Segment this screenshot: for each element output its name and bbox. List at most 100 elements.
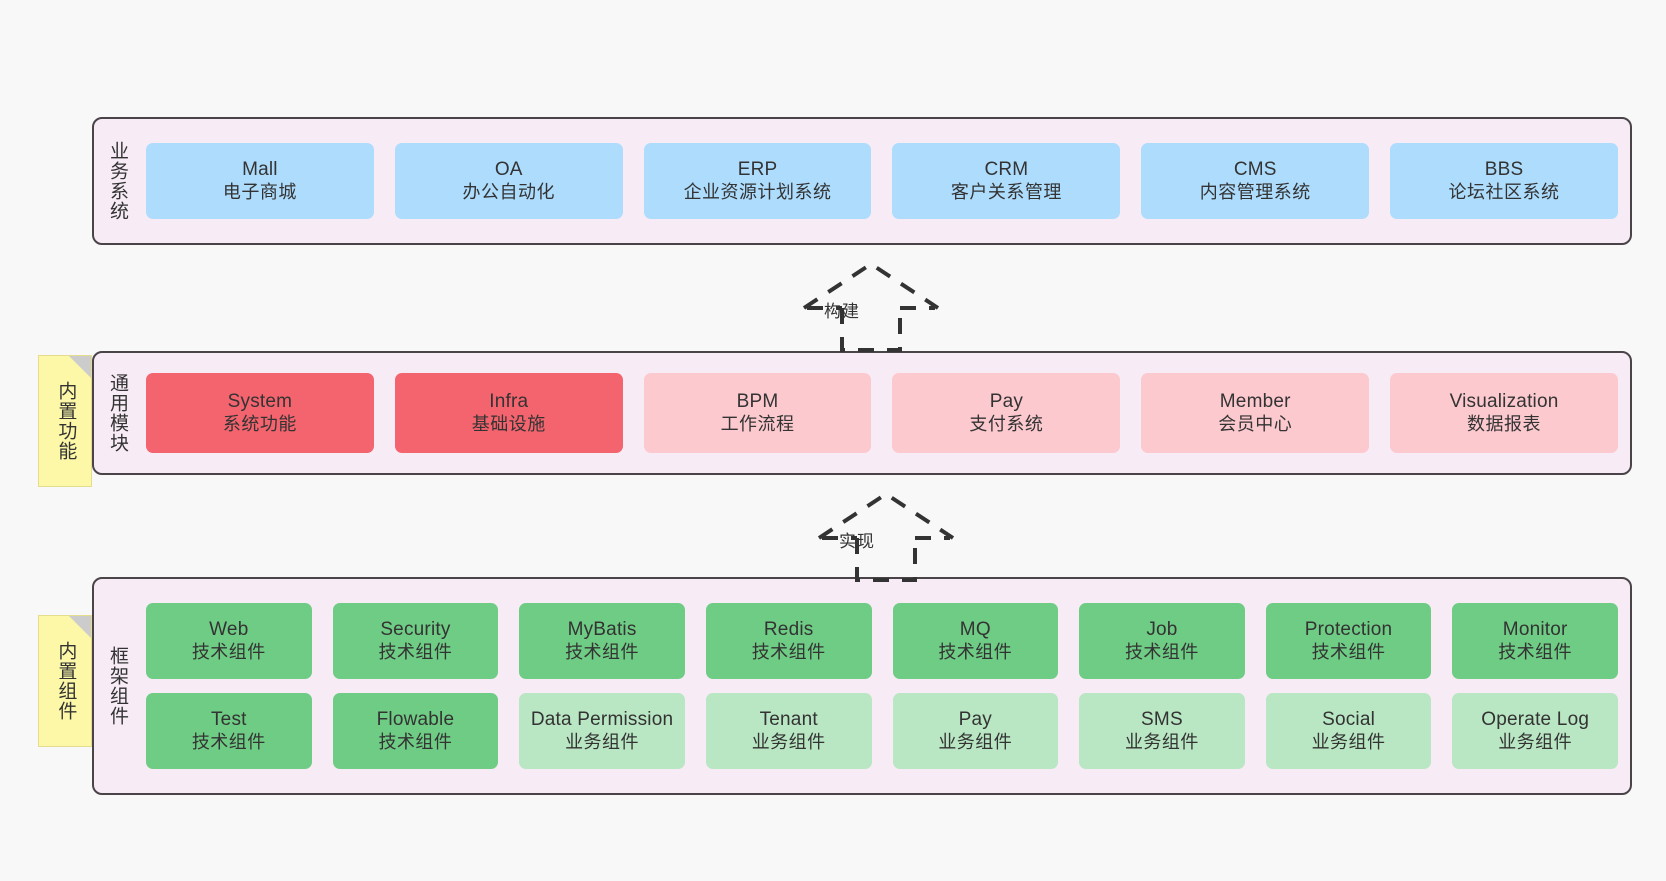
card-security[interactable]: Security 技术组件 xyxy=(332,603,499,679)
framework-business-row: Test 技术组件 Flowable 技术组件 Data Permission … xyxy=(146,693,1618,769)
card-title-en: BBS xyxy=(1484,159,1524,181)
connector-build-label: 构建 xyxy=(824,302,860,321)
card-title-cn: 客户关系管理 xyxy=(950,181,1062,202)
card-pay-module[interactable]: Pay 支付系统 xyxy=(892,373,1121,453)
card-title-cn: 业务组件 xyxy=(1498,731,1573,752)
card-title-en: Pay xyxy=(989,391,1024,413)
card-title-cn: 内容管理系统 xyxy=(1199,181,1311,202)
card-data-permission[interactable]: Data Permission 业务组件 xyxy=(519,693,685,769)
card-title-en: Protection xyxy=(1304,619,1393,641)
card-mybatis[interactable]: MyBatis 技术组件 xyxy=(519,603,685,679)
note-label: 内置组件 xyxy=(55,641,77,721)
card-title-en: Redis xyxy=(763,619,814,641)
card-protection[interactable]: Protection 技术组件 xyxy=(1265,603,1432,679)
card-system[interactable]: System 系统功能 xyxy=(146,373,374,453)
card-title-cn: 技术组件 xyxy=(1124,641,1199,662)
layer-body-business-system: Mall 电子商城 OA 办公自动化 ERP 企业资源计划系统 CRM 客户关系… xyxy=(140,119,1630,243)
card-title-en: MQ xyxy=(959,619,991,641)
card-title-cn: 支付系统 xyxy=(969,413,1044,434)
common-modules-row: System 系统功能 Infra 基础设施 BPM 工作流程 Pay 支付系统… xyxy=(146,373,1618,453)
card-sms[interactable]: SMS 业务组件 xyxy=(1079,693,1245,769)
layer-title-common-modules: 通用模块 xyxy=(107,373,129,453)
card-visualization[interactable]: Visualization 数据报表 xyxy=(1390,373,1618,453)
card-title-en: BPM xyxy=(736,391,779,413)
connector-implement-arrow xyxy=(817,491,955,582)
card-title-cn: 技术组件 xyxy=(1311,641,1386,662)
connector-implement-label: 实现 xyxy=(839,532,875,551)
card-title-en: MyBatis xyxy=(567,619,637,641)
card-flowable[interactable]: Flowable 技术组件 xyxy=(332,693,499,769)
card-monitor[interactable]: Monitor 技术组件 xyxy=(1452,603,1618,679)
card-title-cn: 工作流程 xyxy=(720,413,795,434)
card-title-en: Web xyxy=(209,619,249,641)
card-mall[interactable]: Mall 电子商城 xyxy=(146,143,374,219)
card-test[interactable]: Test 技术组件 xyxy=(146,693,312,769)
layer-business-system: 业务系统 Mall 电子商城 OA 办公自动化 ERP 企业资源计划系统 CRM… xyxy=(92,117,1632,245)
card-title-cn: 办公自动化 xyxy=(462,181,555,202)
card-title-en: Member xyxy=(1219,391,1291,413)
card-title-cn: 论坛社区系统 xyxy=(1448,181,1560,202)
layer-body-common-modules: System 系统功能 Infra 基础设施 BPM 工作流程 Pay 支付系统… xyxy=(140,353,1630,473)
business-system-row: Mall 电子商城 OA 办公自动化 ERP 企业资源计划系统 CRM 客户关系… xyxy=(146,143,1618,219)
card-member[interactable]: Member 会员中心 xyxy=(1141,373,1370,453)
card-job[interactable]: Job 技术组件 xyxy=(1079,603,1245,679)
connector-build-arrow xyxy=(802,261,940,352)
card-mq[interactable]: MQ 技术组件 xyxy=(892,603,1059,679)
card-title-en: Test xyxy=(210,709,247,731)
card-title-cn: 系统功能 xyxy=(222,413,297,434)
card-redis[interactable]: Redis 技术组件 xyxy=(705,603,872,679)
card-title-cn: 业务组件 xyxy=(751,731,826,752)
card-title-en: CRM xyxy=(984,159,1029,181)
card-title-cn: 基础设施 xyxy=(471,413,546,434)
card-web[interactable]: Web 技术组件 xyxy=(146,603,312,679)
note-builtin-function: 内置功能 xyxy=(38,355,92,487)
card-title-cn: 技术组件 xyxy=(751,641,826,662)
layer-body-framework-components: Web 技术组件 Security 技术组件 MyBatis 技术组件 Redi… xyxy=(140,579,1630,793)
card-title-en: Tenant xyxy=(759,709,818,731)
card-title-en: System xyxy=(227,391,293,413)
card-title-en: Data Permission xyxy=(530,709,674,731)
card-title-en: OA xyxy=(494,159,523,181)
card-crm[interactable]: CRM 客户关系管理 xyxy=(892,143,1121,219)
card-title-en: Flowable xyxy=(376,709,455,731)
card-pay-component[interactable]: Pay 业务组件 xyxy=(892,693,1059,769)
card-title-cn: 技术组件 xyxy=(1498,641,1573,662)
layer-title-framework-components: 框架组件 xyxy=(107,646,129,726)
framework-tech-row: Web 技术组件 Security 技术组件 MyBatis 技术组件 Redi… xyxy=(146,603,1618,679)
card-operate-log[interactable]: Operate Log 业务组件 xyxy=(1452,693,1618,769)
card-title-cn: 技术组件 xyxy=(378,731,453,752)
card-title-en: Mall xyxy=(242,159,278,181)
note-builtin-component: 内置组件 xyxy=(38,615,92,747)
card-title-cn: 会员中心 xyxy=(1218,413,1293,434)
card-title-en: Job xyxy=(1146,619,1178,641)
card-title-cn: 技术组件 xyxy=(565,641,640,662)
card-title-en: Infra xyxy=(489,391,529,413)
layer-common-modules: 通用模块 System 系统功能 Infra 基础设施 BPM 工作流程 Pay… xyxy=(92,351,1632,475)
card-title-en: Monitor xyxy=(1502,619,1568,641)
card-infra[interactable]: Infra 基础设施 xyxy=(394,373,623,453)
card-title-cn: 技术组件 xyxy=(938,641,1013,662)
layer-framework-components: 框架组件 Web 技术组件 Security 技术组件 MyBatis 技术组件… xyxy=(92,577,1632,795)
card-title-en: Security xyxy=(380,619,451,641)
card-title-en: ERP xyxy=(737,159,778,181)
card-title-en: SMS xyxy=(1141,709,1183,731)
card-title-cn: 业务组件 xyxy=(1311,731,1386,752)
card-title-en: Visualization xyxy=(1449,391,1559,413)
card-title-en: Pay xyxy=(958,709,992,731)
note-fold-corner xyxy=(69,616,91,638)
card-oa[interactable]: OA 办公自动化 xyxy=(394,143,623,219)
layer-title-business-system: 业务系统 xyxy=(107,141,129,221)
card-title-cn: 技术组件 xyxy=(191,641,266,662)
card-title-cn: 业务组件 xyxy=(565,731,640,752)
card-title-en: Social xyxy=(1322,709,1376,731)
card-social[interactable]: Social 业务组件 xyxy=(1265,693,1432,769)
card-bpm[interactable]: BPM 工作流程 xyxy=(643,373,872,453)
card-erp[interactable]: ERP 企业资源计划系统 xyxy=(643,143,872,219)
note-fold-corner xyxy=(69,356,91,378)
card-title-en: CMS xyxy=(1233,159,1277,181)
card-cms[interactable]: CMS 内容管理系统 xyxy=(1141,143,1370,219)
card-tenant[interactable]: Tenant 业务组件 xyxy=(705,693,872,769)
card-title-cn: 电子商城 xyxy=(222,181,297,202)
card-bbs[interactable]: BBS 论坛社区系统 xyxy=(1390,143,1618,219)
